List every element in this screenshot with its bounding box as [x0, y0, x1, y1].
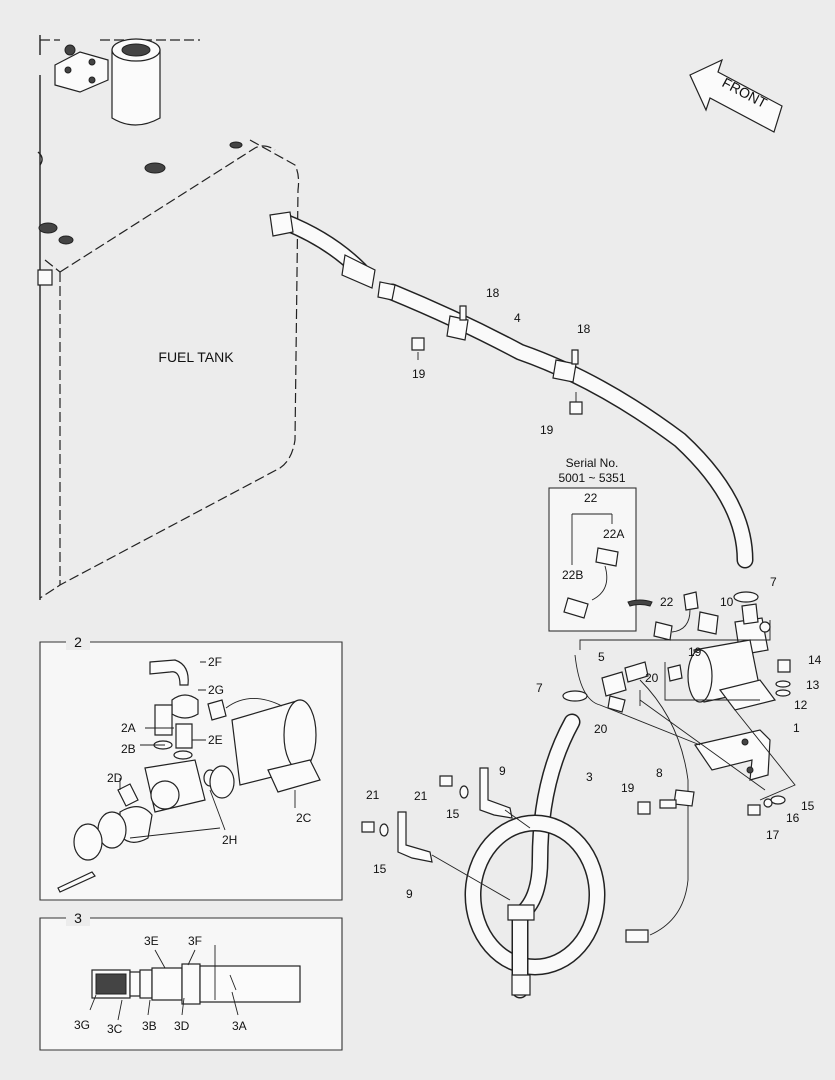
callout-19-left: 19	[412, 367, 426, 381]
callout-8: 8	[656, 766, 663, 780]
clamp-18-left	[446, 305, 469, 341]
callout-2e: 2E	[208, 733, 223, 747]
callout-3c: 3C	[107, 1022, 123, 1036]
clamp-18-right	[552, 349, 579, 383]
front-arrow: FRONT	[689, 58, 783, 133]
callout-21-left: 21	[366, 788, 380, 802]
callout-4: 4	[514, 311, 521, 325]
bolts-21-washers-15	[361, 775, 469, 837]
serial-callout-22b: 22B	[562, 568, 583, 582]
callout-15-right: 15	[801, 799, 815, 813]
connectors-5-20	[601, 661, 689, 943]
callout-10: 10	[720, 595, 734, 609]
callout-2d: 2D	[107, 771, 123, 785]
inset-2-number: 2	[74, 634, 82, 650]
serial-label-line1: Serial No.	[566, 456, 619, 470]
inset-2: 2	[39, 634, 343, 901]
callout-7-upper: 7	[770, 575, 777, 589]
serial-callout-22: 22	[584, 491, 598, 505]
callout-3d: 3D	[174, 1019, 190, 1033]
callout-3a: 3A	[232, 1019, 247, 1033]
bolt-19-right	[569, 401, 583, 415]
fuel-tank: FUEL TANK	[37, 35, 300, 600]
callout-2h: 2H	[222, 833, 237, 847]
callout-3f: 3F	[188, 934, 202, 948]
callout-12: 12	[794, 698, 808, 712]
callout-21-right: 21	[414, 789, 428, 803]
callout-3g: 3G	[74, 1018, 90, 1032]
callout-17: 17	[766, 828, 780, 842]
callout-19-lower: 19	[621, 781, 635, 795]
hardware-12-17	[747, 659, 791, 816]
bracket-1	[694, 729, 771, 781]
callout-2c: 2C	[296, 811, 312, 825]
callout-9-upper: 9	[499, 764, 506, 778]
callout-13: 13	[806, 678, 820, 692]
callout-18-right: 18	[577, 322, 591, 336]
clamp-7-lower	[562, 690, 588, 702]
callout-19-right: 19	[540, 423, 554, 437]
callout-3b: 3B	[142, 1019, 157, 1033]
callout-2b: 2B	[121, 742, 136, 756]
callout-16: 16	[786, 811, 800, 825]
callout-14: 14	[808, 653, 822, 667]
callout-labels: 18 4 18 19 19 22 22A 22B 7 22 10 5 19 20…	[74, 286, 822, 1036]
clamp-7-upper	[733, 591, 759, 603]
callout-3e: 3E	[144, 934, 159, 948]
callout-18-left: 18	[486, 286, 500, 300]
clamp-8	[659, 789, 695, 809]
harness-22	[653, 591, 719, 641]
fuel-pump-assembly	[687, 603, 777, 711]
bracket-9-upper	[479, 767, 513, 819]
hose-3	[464, 713, 606, 999]
serial-callout-22a: 22A	[603, 527, 624, 541]
serial-label-line2: 5001 ~ 5351	[558, 471, 625, 485]
callout-22: 22	[660, 595, 674, 609]
bracket-9-lower	[397, 811, 433, 863]
fuel-tank-label: FUEL TANK	[158, 349, 234, 365]
bolt-19-left	[411, 337, 425, 351]
callout-3: 3	[586, 770, 593, 784]
bolt-19-lower	[637, 801, 651, 815]
callout-9-lower: 9	[406, 887, 413, 901]
inset-3-number: 3	[74, 910, 82, 926]
callout-5: 5	[598, 650, 605, 664]
callout-7-lower: 7	[536, 681, 543, 695]
serial-inset: Serial No. 5001 ~ 5351	[548, 456, 653, 632]
callout-2g: 2G	[208, 683, 224, 697]
hose-4	[269, 211, 754, 569]
callout-15-left: 15	[373, 862, 387, 876]
callout-20-lower: 20	[594, 722, 608, 736]
callout-1: 1	[793, 721, 800, 735]
inset-3: 3	[39, 910, 343, 1051]
callout-20-upper: 20	[645, 671, 659, 685]
callout-2f: 2F	[208, 655, 222, 669]
callout-19-pump: 19	[688, 645, 702, 659]
callout-2a: 2A	[121, 721, 136, 735]
callout-15-mid: 15	[446, 807, 460, 821]
